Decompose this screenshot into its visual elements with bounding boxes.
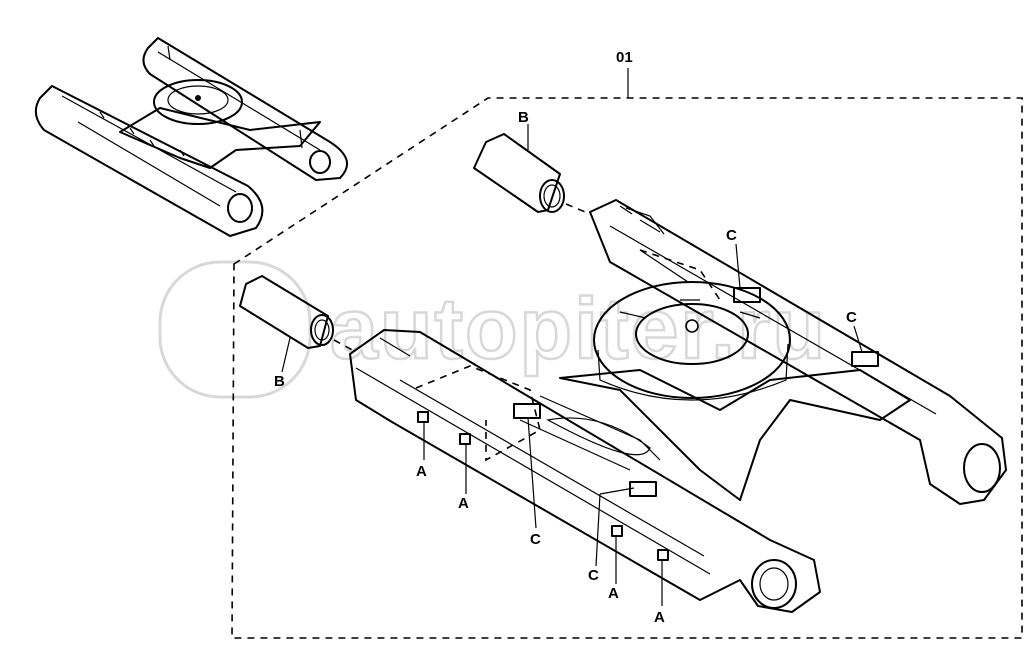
callout-a-3: A — [608, 585, 619, 602]
bolt-a-1 — [417, 411, 429, 423]
bolt-a-2 — [459, 433, 471, 445]
callout-b-left: B — [274, 373, 285, 390]
callout-a-1: A — [416, 463, 427, 480]
overview-thumbnail — [34, 37, 349, 237]
callout-c-upper: C — [726, 227, 737, 244]
callout-a-2: A — [458, 495, 469, 512]
callout-a-4: A — [654, 609, 665, 626]
watermark: autopiter.ru — [158, 260, 827, 399]
pin-b-left — [239, 275, 357, 353]
bolt-a-3 — [611, 525, 623, 537]
assembly-boundary — [231, 97, 1023, 639]
bolt-a-4 — [657, 549, 669, 561]
callout-c-lower-right: C — [588, 567, 599, 584]
watermark-text: autopiter.ru — [330, 281, 827, 377]
pad-c-right — [851, 351, 879, 367]
assembly-label: 01 — [616, 49, 633, 66]
pad-c-lower-mid — [513, 403, 541, 419]
callout-leaders — [281, 124, 863, 606]
callout-b-upper: B — [518, 109, 529, 126]
pin-b-upper — [473, 133, 591, 215]
pad-c-upper — [733, 287, 761, 303]
track-frame — [349, 199, 1007, 613]
callout-c-lower-mid: C — [530, 531, 541, 548]
pad-c-lower-right — [629, 481, 657, 497]
callout-c-right: C — [846, 309, 857, 326]
